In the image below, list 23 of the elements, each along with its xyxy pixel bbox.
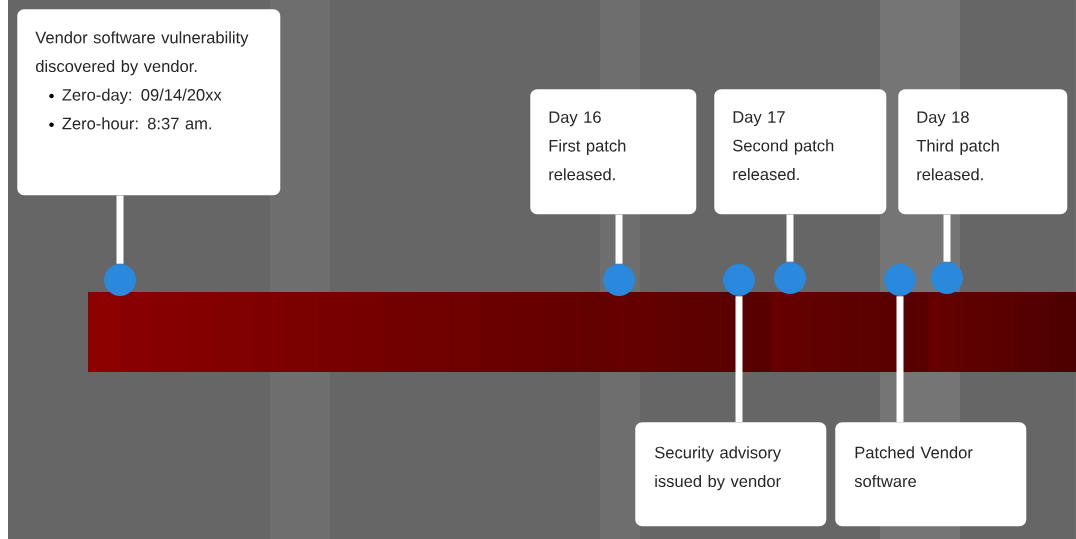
timeline-dot	[774, 262, 806, 294]
timeline-dot	[723, 264, 755, 296]
callout-box	[635, 422, 827, 527]
callout-box	[17, 9, 281, 196]
timeline-dot	[104, 264, 136, 296]
callout-text: Third patch released.	[916, 139, 999, 181]
bullet-item: Zero-hour: 8:37 am.	[62, 117, 211, 130]
bullet-item: Zero-day: 09/14/20xx	[62, 88, 222, 104]
day-heading: Day 18	[917, 111, 969, 127]
day-heading: Day 16	[549, 111, 601, 127]
timeline-dot	[931, 262, 963, 294]
callout-text: Security advisory issued by vendor	[655, 446, 781, 491]
callout-box	[714, 89, 887, 215]
day-heading: Day 17	[733, 111, 785, 127]
callout-box	[530, 89, 697, 215]
callout-text: Second patch released.	[733, 139, 834, 181]
callout-box	[898, 89, 1068, 215]
callout-box	[835, 422, 1027, 527]
timeline-dot	[603, 264, 635, 296]
callout-text: First patch released.	[549, 139, 626, 181]
callout-text: Patched Vendor software	[854, 446, 973, 488]
timeline-dot	[884, 264, 916, 296]
callout-text: Vendor software vulnerability discovered by vendor.	[35, 31, 249, 76]
